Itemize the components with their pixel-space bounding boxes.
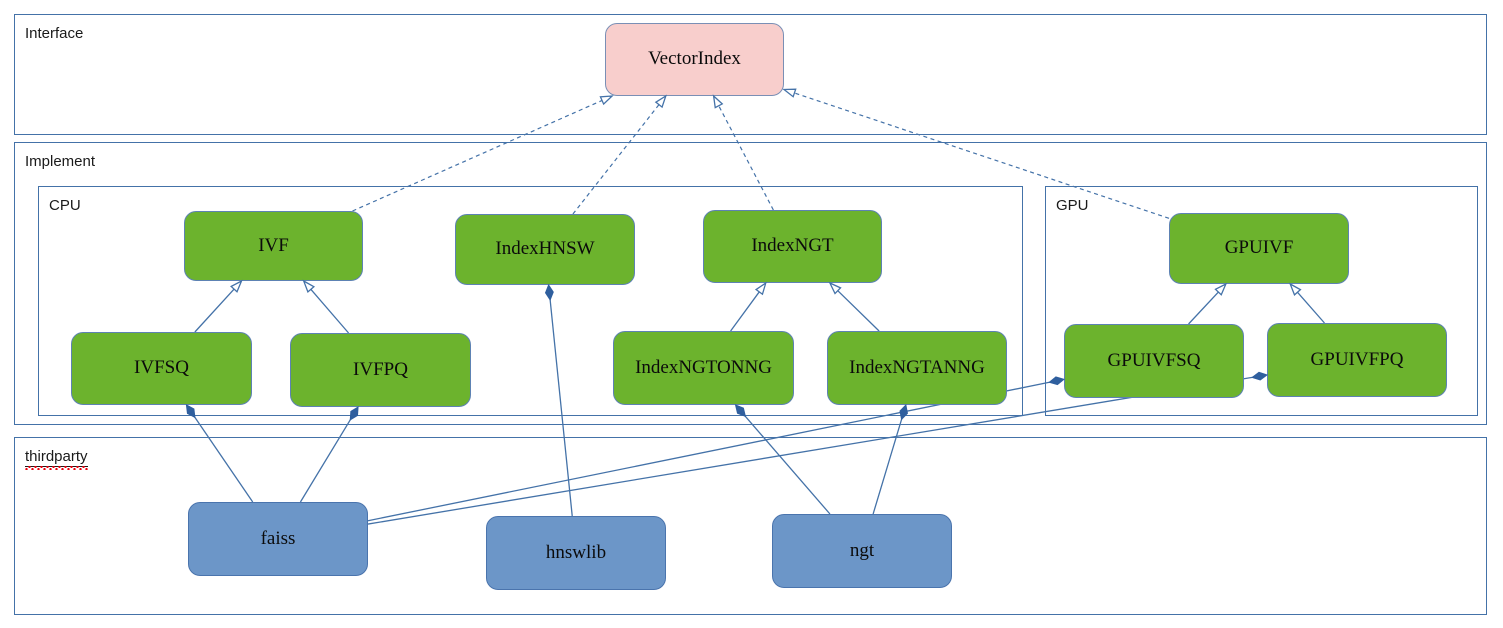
node-label: GPUIVFPQ [1310,348,1404,370]
node-vectorindex[interactable]: VectorIndex [605,23,784,96]
node-label: hnswlib [545,541,607,563]
container-label-cpu: CPU [49,197,81,214]
node-hnswlib[interactable]: hnswlib [486,516,666,590]
node-indexngtanng[interactable]: IndexNGTANNG [827,331,1007,405]
spellcheck-underline: thirdparty [25,448,88,467]
node-label: faiss [260,527,296,549]
container-label-thirdparty: thirdparty [25,448,88,467]
node-label: IndexNGTONNG [635,356,772,378]
node-label: IVFSQ [134,357,189,379]
container-gpu [1045,186,1478,416]
node-label: IndexHNSW [495,238,595,260]
node-indexhnsw[interactable]: IndexHNSW [455,214,635,285]
container-label-implement: Implement [25,153,96,170]
node-label: ngt [849,539,875,561]
node-label: GPUIVFSQ [1107,349,1201,371]
node-gpuivfpq[interactable]: GPUIVFPQ [1267,323,1447,397]
node-label: IVF [258,234,289,256]
container-label-gpu: GPU [1056,197,1089,214]
node-ngt[interactable]: ngt [772,514,952,588]
node-label: VectorIndex [648,48,741,70]
container-label-interface: Interface [25,25,84,42]
node-gpuivf[interactable]: GPUIVF [1169,213,1349,284]
node-indexngtonng[interactable]: IndexNGTONNG [613,331,794,405]
node-ivfsq[interactable]: IVFSQ [71,332,252,405]
node-indexngt[interactable]: IndexNGT [703,210,882,283]
node-ivf[interactable]: IVF [184,211,363,281]
node-faiss[interactable]: faiss [188,502,368,576]
node-label: GPUIVF [1224,237,1294,259]
node-label: IndexNGT [751,235,834,257]
node-label: IVFPQ [353,358,408,380]
node-gpuivfsq[interactable]: GPUIVFSQ [1064,324,1244,398]
node-label: IndexNGTANNG [849,356,985,378]
node-ivfpq[interactable]: IVFPQ [290,333,471,407]
